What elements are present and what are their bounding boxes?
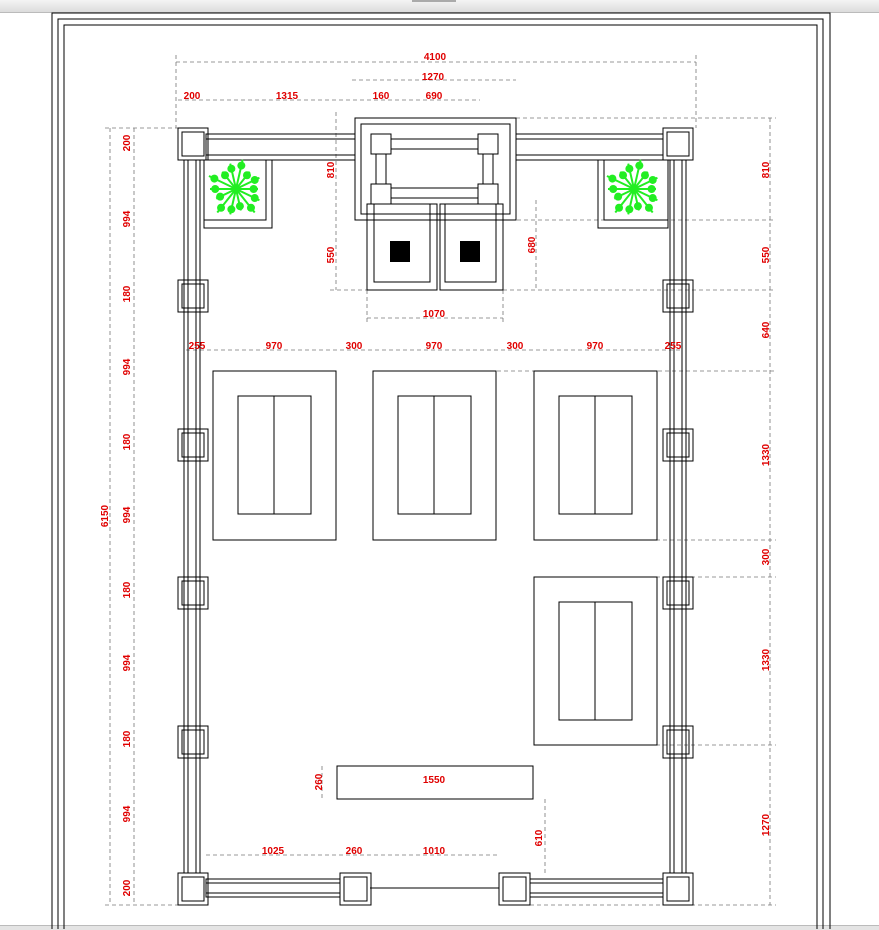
column <box>177 127 209 161</box>
dimension-label: 1330 <box>761 648 772 671</box>
dimension-label: 1330 <box>761 443 772 466</box>
dimension-label: 550 <box>326 246 337 263</box>
dimension-label: 180 <box>122 730 133 747</box>
dimension-lines <box>105 55 776 906</box>
dimension-label: 260 <box>346 846 363 857</box>
toolbar-grip[interactable] <box>412 0 456 2</box>
column <box>177 428 209 462</box>
dimension-label: 680 <box>527 236 538 253</box>
dimension-label: 300 <box>507 341 524 352</box>
column <box>662 127 694 161</box>
bench <box>336 765 534 800</box>
column <box>177 725 209 759</box>
column <box>177 279 209 313</box>
dimension-label: 810 <box>761 161 772 178</box>
dimension-label: 180 <box>122 285 133 302</box>
column <box>662 428 694 462</box>
dimension-label: 1315 <box>276 91 299 102</box>
viewer-bottom-bar <box>0 925 879 930</box>
dimension-label: 994 <box>122 506 133 523</box>
dimension-label: 970 <box>587 341 604 352</box>
dimension-label: 1025 <box>262 846 285 857</box>
dimension-label: 1270 <box>422 72 445 83</box>
tables <box>212 370 658 746</box>
altar-table <box>533 576 658 746</box>
dimension-label: 160 <box>373 91 390 102</box>
dimension-label: 1070 <box>423 309 446 320</box>
column <box>662 725 694 759</box>
dimension-label: 1270 <box>761 813 772 836</box>
dimension-label: 550 <box>761 246 772 263</box>
dimension-label: 300 <box>761 548 772 565</box>
dimension-label: 690 <box>426 91 443 102</box>
dimension-label: 200 <box>122 879 133 896</box>
planter-left <box>203 159 273 229</box>
column <box>177 576 209 610</box>
dimension-label: 180 <box>122 433 133 450</box>
dimension-label: 1550 <box>423 775 446 786</box>
dimension-label: 994 <box>122 210 133 227</box>
altar-table <box>533 370 658 541</box>
dimension-label: 200 <box>184 91 201 102</box>
tree-icon <box>606 159 658 215</box>
dimension-label: 994 <box>122 805 133 822</box>
planter-right <box>597 159 669 229</box>
dimension-label: 1010 <box>423 846 446 857</box>
altar-table <box>212 370 337 541</box>
columns <box>177 127 694 906</box>
column <box>498 872 531 906</box>
dimension-label: 610 <box>534 829 545 846</box>
incense-altar-right <box>439 203 504 291</box>
dimension-label: 300 <box>346 341 363 352</box>
column <box>339 872 372 906</box>
dimension-label: 180 <box>122 581 133 598</box>
incense-altar-left <box>366 203 438 291</box>
dimension-label: 970 <box>426 341 443 352</box>
sheet-border <box>51 12 831 929</box>
dimension-label: 200 <box>122 134 133 151</box>
dimension-label: 4100 <box>424 52 447 63</box>
tree-icon <box>208 159 260 215</box>
dimension-labels: 4100 1270 200 1315 160 690 200 994 180 994 180 994 1… <box>100 52 772 896</box>
dimension-label: 260 <box>314 773 325 790</box>
dimension-label: 994 <box>122 358 133 375</box>
column <box>177 872 209 906</box>
dimension-label: 255 <box>665 341 682 352</box>
dimension-label: 810 <box>326 161 337 178</box>
dimension-label: 970 <box>266 341 283 352</box>
column <box>662 872 694 906</box>
dimension-label: 255 <box>189 341 206 352</box>
column <box>662 576 694 610</box>
front-porch <box>354 117 517 221</box>
dimension-label: 6150 <box>100 504 111 527</box>
altar-table <box>372 370 497 541</box>
column <box>662 279 694 313</box>
dimension-label: 994 <box>122 654 133 671</box>
dimension-label: 640 <box>761 321 772 338</box>
